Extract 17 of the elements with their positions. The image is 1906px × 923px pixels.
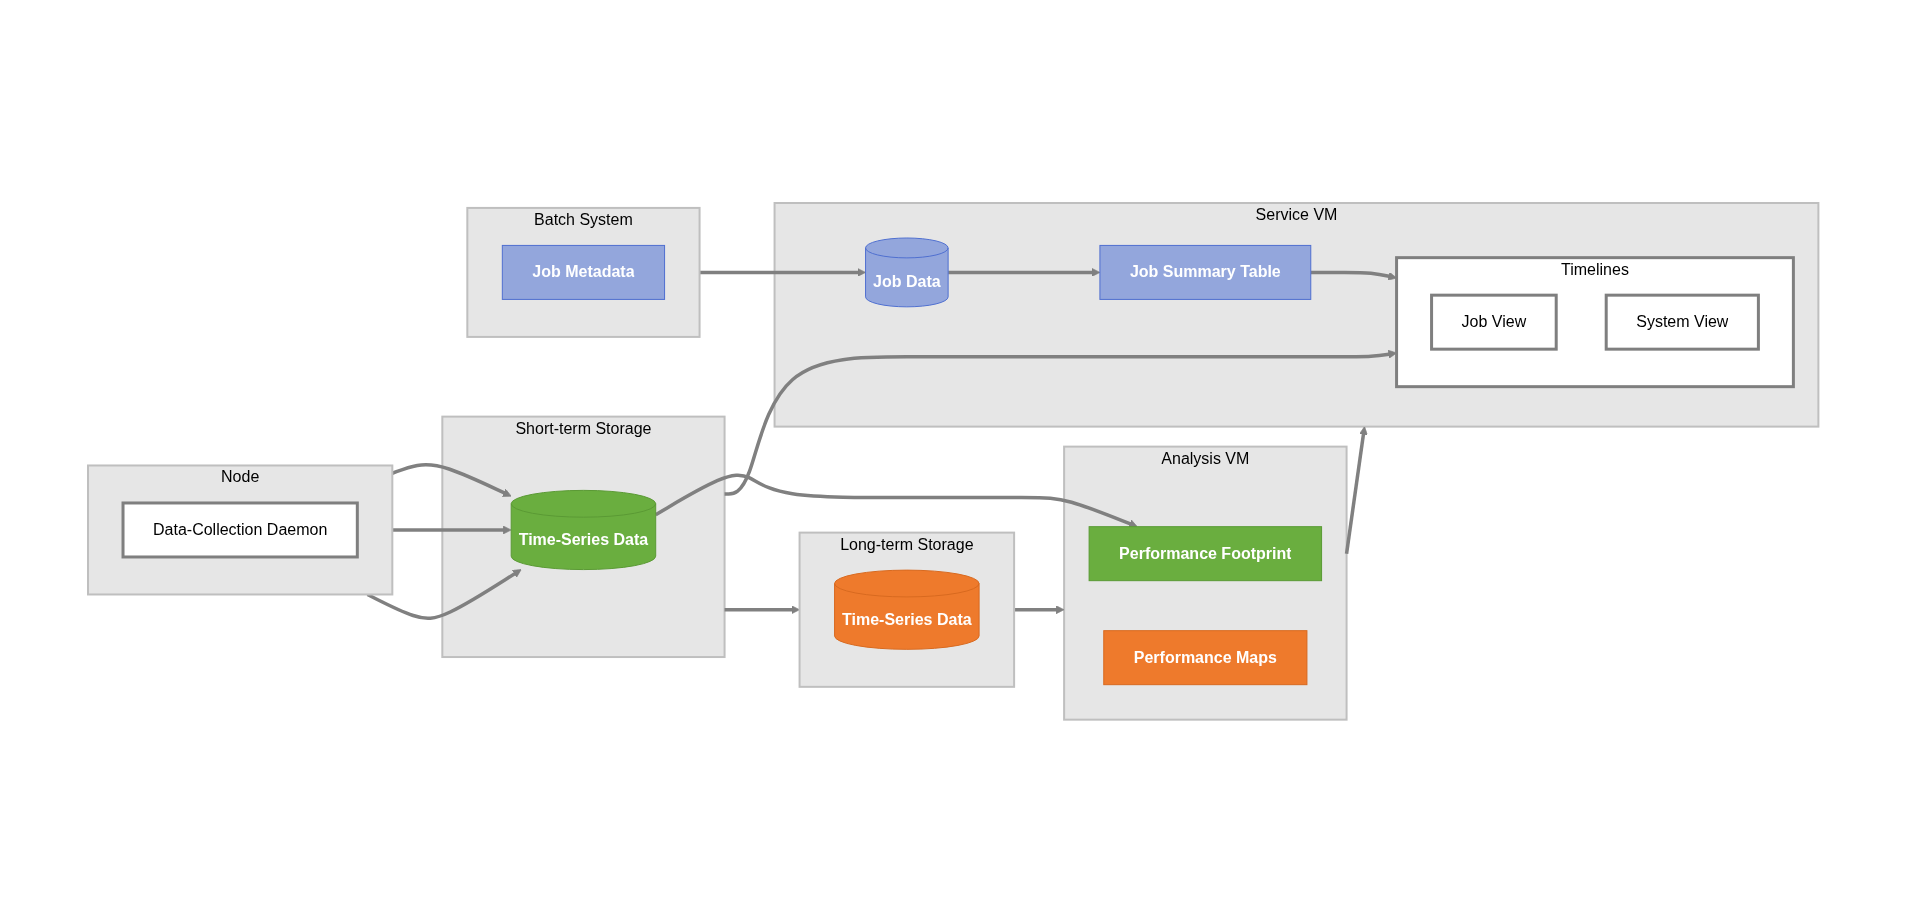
arrow — [1013, 605, 1065, 615]
node-box: Performance Footprint — [1088, 526, 1322, 582]
arrow — [1344, 426, 1368, 555]
node-box: Job View — [1429, 293, 1558, 351]
arrow — [947, 268, 1101, 277]
node-box: System View — [1604, 293, 1760, 351]
arrow — [1310, 270, 1397, 281]
node-box: Data-Collection Daemon — [121, 501, 359, 559]
arrow — [699, 268, 866, 277]
node-box: Job Metadata — [501, 245, 665, 301]
arrow — [392, 525, 512, 535]
node-box: Job Summary Table — [1099, 245, 1312, 301]
arrow — [366, 569, 522, 621]
node-box: Performance Maps — [1103, 630, 1308, 686]
arrow — [724, 350, 1397, 496]
arrow — [724, 605, 800, 615]
arrow — [654, 473, 1138, 528]
